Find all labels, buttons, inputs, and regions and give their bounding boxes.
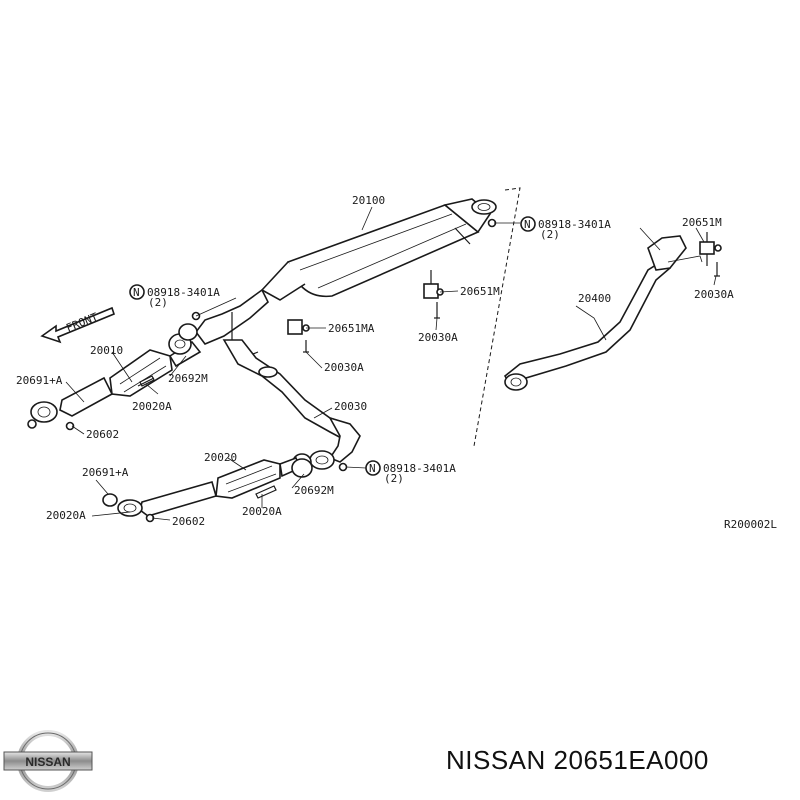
callout-20651m-top: 20651M	[682, 216, 722, 229]
callout-20020: 20020	[204, 451, 237, 464]
svg-text:N: N	[133, 286, 140, 299]
callout-20100: 20100	[352, 194, 385, 207]
callout-20692m-top: 20692M	[168, 372, 208, 385]
front-label: FRONT	[64, 310, 100, 335]
callout-20030a-left: 20030A	[324, 361, 364, 374]
callout-2-low: (2)	[384, 472, 404, 485]
callout-20020a-top: 20020A	[132, 400, 172, 413]
center-pipe	[195, 288, 358, 441]
svg-text:NISSAN: NISSAN	[25, 755, 70, 769]
callout-08918-left: 08918-3401A	[147, 286, 220, 299]
tail-pipe-20400	[503, 235, 703, 391]
callout-20691a-low: 20691+A	[82, 466, 129, 479]
callout-20400: 20400	[578, 292, 611, 305]
n-symbol-low: N	[365, 460, 381, 476]
callout-20602-low: 20602	[172, 515, 205, 528]
n-symbol-top: N	[520, 216, 536, 232]
reference-code: R200002L	[724, 518, 777, 531]
callout-20020a-low-left: 20020A	[46, 509, 86, 522]
hanger-20651m-mid	[423, 270, 444, 319]
leader-lines	[65, 206, 717, 521]
callout-20010: 20010	[90, 344, 123, 357]
callout-08918-top: 08918-3401A	[538, 218, 611, 231]
callout-20691a-top: 20691+A	[16, 374, 63, 387]
svg-text:N: N	[369, 462, 376, 475]
callout-20020a-low: 20020A	[242, 505, 282, 518]
gasket-ring-lower	[102, 493, 118, 507]
callout-20030: 20030	[334, 400, 367, 413]
part-number-caption: NISSAN 20651EA000	[446, 745, 709, 775]
callout-20030a-top: 20030A	[694, 288, 734, 301]
svg-text:N: N	[524, 218, 531, 231]
front-arrow	[40, 306, 115, 344]
left-converter-20010	[27, 323, 202, 431]
callout-20651ma: 20651MA	[328, 322, 375, 335]
callout-20651m-mid: 20651M	[460, 285, 500, 298]
hanger-20651ma	[287, 319, 310, 353]
callout-08918-low: 08918-3401A	[383, 462, 456, 475]
main-muffler	[260, 198, 497, 301]
callout-2-left: (2)	[148, 296, 168, 309]
nissan-logo: NISSAN	[3, 730, 93, 792]
callout-20602-top: 20602	[86, 428, 119, 441]
callout-20692m-low: 20692M	[294, 484, 334, 497]
callout-20030a-mid: 20030A	[418, 331, 458, 344]
n-symbol-left: N	[129, 284, 145, 300]
dashed-boundary	[473, 187, 521, 447]
hanger-20651m-top	[699, 232, 722, 277]
callout-2-top: (2)	[540, 228, 560, 241]
lower-converter-20020	[117, 456, 313, 523]
